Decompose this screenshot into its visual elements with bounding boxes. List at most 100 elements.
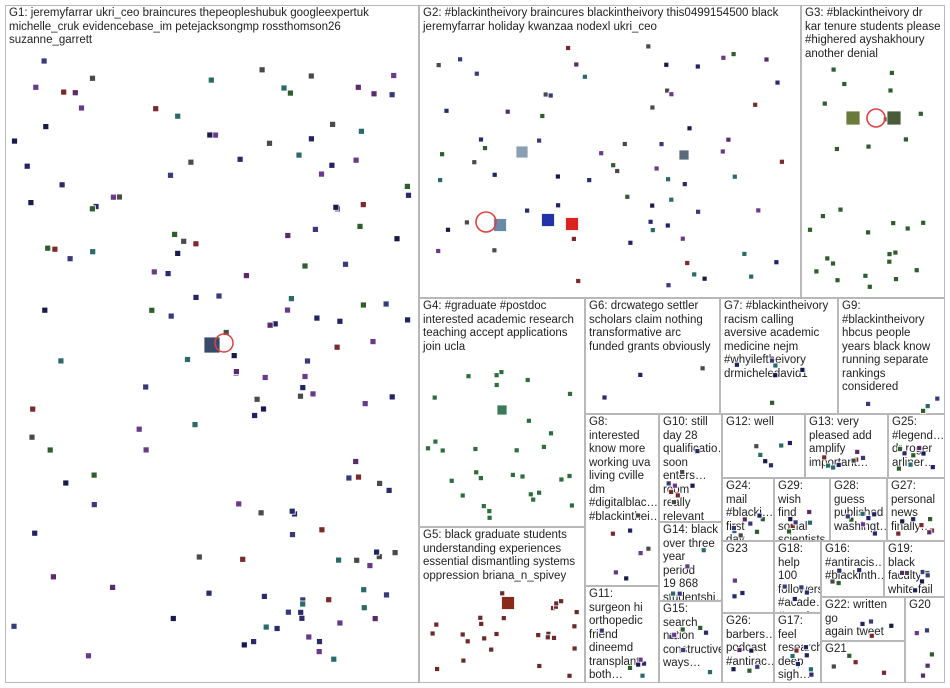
network-node	[311, 225, 319, 233]
network-node	[872, 530, 878, 537]
network-node	[755, 207, 762, 214]
network-node	[373, 548, 381, 556]
network-node	[150, 268, 158, 276]
network-node	[566, 473, 573, 479]
network-node	[547, 92, 554, 99]
network-node	[829, 578, 836, 585]
network-node	[536, 137, 542, 144]
network-node	[116, 193, 123, 201]
network-node	[649, 227, 656, 234]
network-node	[773, 259, 780, 266]
network-node	[926, 529, 933, 536]
network-node	[747, 520, 754, 527]
network-node	[439, 151, 446, 158]
network-node	[393, 235, 401, 243]
network-node	[405, 191, 412, 199]
network-node	[565, 217, 579, 231]
network-node	[830, 464, 836, 471]
network-node	[432, 438, 439, 445]
network-node	[748, 273, 755, 280]
network-node	[370, 90, 378, 98]
network-node	[404, 316, 412, 324]
group-label: G23	[726, 543, 748, 555]
network-node	[307, 135, 315, 143]
network-node	[573, 609, 580, 615]
network-node	[298, 614, 306, 622]
group-label: G9: #blackintheivory hbcus people years …	[842, 300, 931, 393]
network-node	[361, 400, 369, 408]
network-node	[180, 237, 188, 245]
network-node	[297, 392, 304, 400]
network-node	[284, 232, 292, 239]
network-node	[703, 629, 709, 636]
network-node	[152, 105, 160, 113]
network-node	[795, 661, 801, 667]
network-node	[242, 272, 250, 280]
network-node	[261, 374, 269, 381]
network-node	[501, 596, 515, 610]
network-node	[89, 74, 96, 82]
group-G6: G6: drcwatego settler scholars claim not…	[585, 298, 720, 414]
network-node	[846, 652, 853, 659]
network-node	[748, 647, 755, 654]
network-node	[187, 158, 195, 166]
network-node	[203, 336, 221, 354]
network-node	[541, 213, 555, 227]
network-node	[665, 176, 671, 183]
network-node	[284, 306, 291, 314]
network-node	[89, 205, 96, 213]
network-node	[148, 306, 156, 314]
network-node	[720, 54, 727, 61]
network-node	[425, 445, 431, 452]
network-node	[110, 193, 117, 201]
network-node	[486, 514, 493, 521]
network-node	[637, 550, 644, 556]
network-node	[759, 516, 766, 523]
network-node	[929, 651, 935, 658]
group-label: G29: wish find social scientists interes…	[778, 480, 826, 541]
network-node	[329, 121, 337, 128]
network-node	[464, 638, 471, 645]
network-node	[610, 162, 617, 169]
network-node	[62, 479, 70, 487]
network-node	[808, 666, 814, 673]
network-node	[679, 469, 686, 476]
network-node	[391, 549, 399, 556]
group-label: G7: #blackintheivory racism calling aver…	[724, 300, 829, 380]
network-node	[807, 226, 813, 233]
network-node	[486, 508, 493, 515]
network-node	[478, 136, 484, 143]
network-node	[820, 213, 826, 220]
network-node	[85, 652, 92, 660]
network-node	[335, 556, 343, 564]
network-node	[697, 625, 704, 631]
network-node	[174, 249, 182, 257]
network-node	[859, 510, 866, 517]
network-node	[907, 461, 914, 468]
network-node	[10, 622, 18, 630]
network-node	[390, 72, 398, 79]
network-node	[841, 81, 848, 87]
network-node	[301, 373, 309, 380]
network-node	[41, 306, 49, 314]
network-node	[78, 104, 85, 112]
network-node	[309, 390, 317, 398]
network-node	[480, 503, 487, 510]
network-node	[443, 107, 450, 114]
network-node	[679, 626, 686, 633]
network-node	[333, 343, 341, 351]
network-node	[886, 258, 893, 265]
network-node	[435, 62, 442, 68]
network-node	[71, 89, 79, 97]
network-node	[736, 647, 743, 653]
network-node	[46, 446, 54, 454]
network-node	[515, 145, 529, 159]
network-node	[435, 248, 442, 254]
network-node	[473, 70, 480, 77]
network-node	[868, 632, 875, 639]
network-node	[385, 486, 393, 494]
network-node	[868, 618, 874, 625]
network-node	[359, 301, 367, 309]
network-node	[641, 660, 647, 667]
network-node	[328, 161, 336, 169]
